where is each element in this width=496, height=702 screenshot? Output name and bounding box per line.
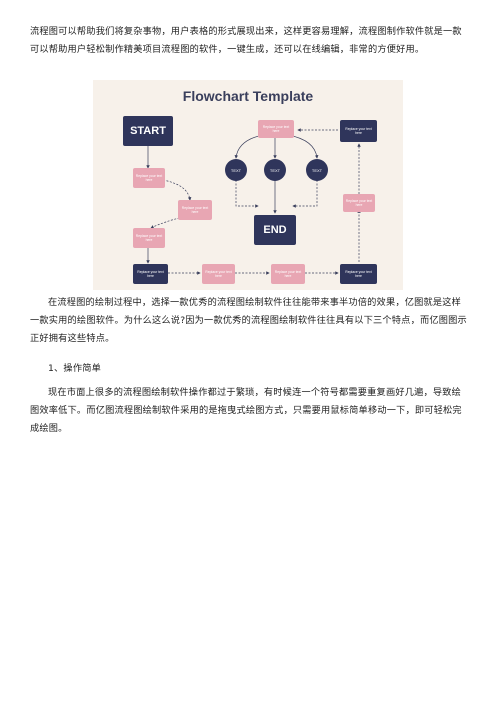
flowchart-connectors — [146, 128, 361, 275]
process-box: Replace your text here — [258, 120, 294, 138]
process-box: Replace your text here — [133, 168, 165, 188]
text-circle: TEXT — [225, 159, 247, 181]
second-paragraph: 在流程图的绘制过程中，选择一款优秀的流程图绘制软件往往能带来事半功倍的效果，亿图… — [30, 297, 467, 344]
flowchart-title: Flowchart Template — [182, 88, 314, 104]
process-box: Replace your text here — [178, 200, 212, 220]
process-box-dark: Replace your text here — [340, 120, 377, 142]
text-circle: TEXT — [306, 159, 328, 181]
intro-paragraph: 流程图可以帮助我们将复杂事物，用户表格的形式展现出来，这样更容易理解，流程图制作… — [30, 26, 462, 55]
end-box: END — [254, 215, 296, 245]
section-heading: 1、操作简单 — [48, 363, 101, 374]
process-box-dark: Replace your text here — [340, 264, 377, 284]
third-paragraph: 现在市面上很多的流程图绘制软件操作都过于繁琐，有时候连一个符号都需要重复画好几遍… — [30, 387, 462, 434]
process-box: Replace your text here — [133, 228, 165, 248]
process-box: Replace your text here — [202, 264, 235, 284]
process-box: Replace your text here — [271, 264, 305, 284]
text-circle: TEXT — [264, 159, 286, 181]
flowchart-image: Flowchart Template START Replace your te… — [93, 80, 403, 290]
process-box-dark: Replace your text here — [133, 264, 168, 284]
process-box: Replace your text here — [343, 194, 375, 212]
start-box: START — [123, 116, 173, 146]
